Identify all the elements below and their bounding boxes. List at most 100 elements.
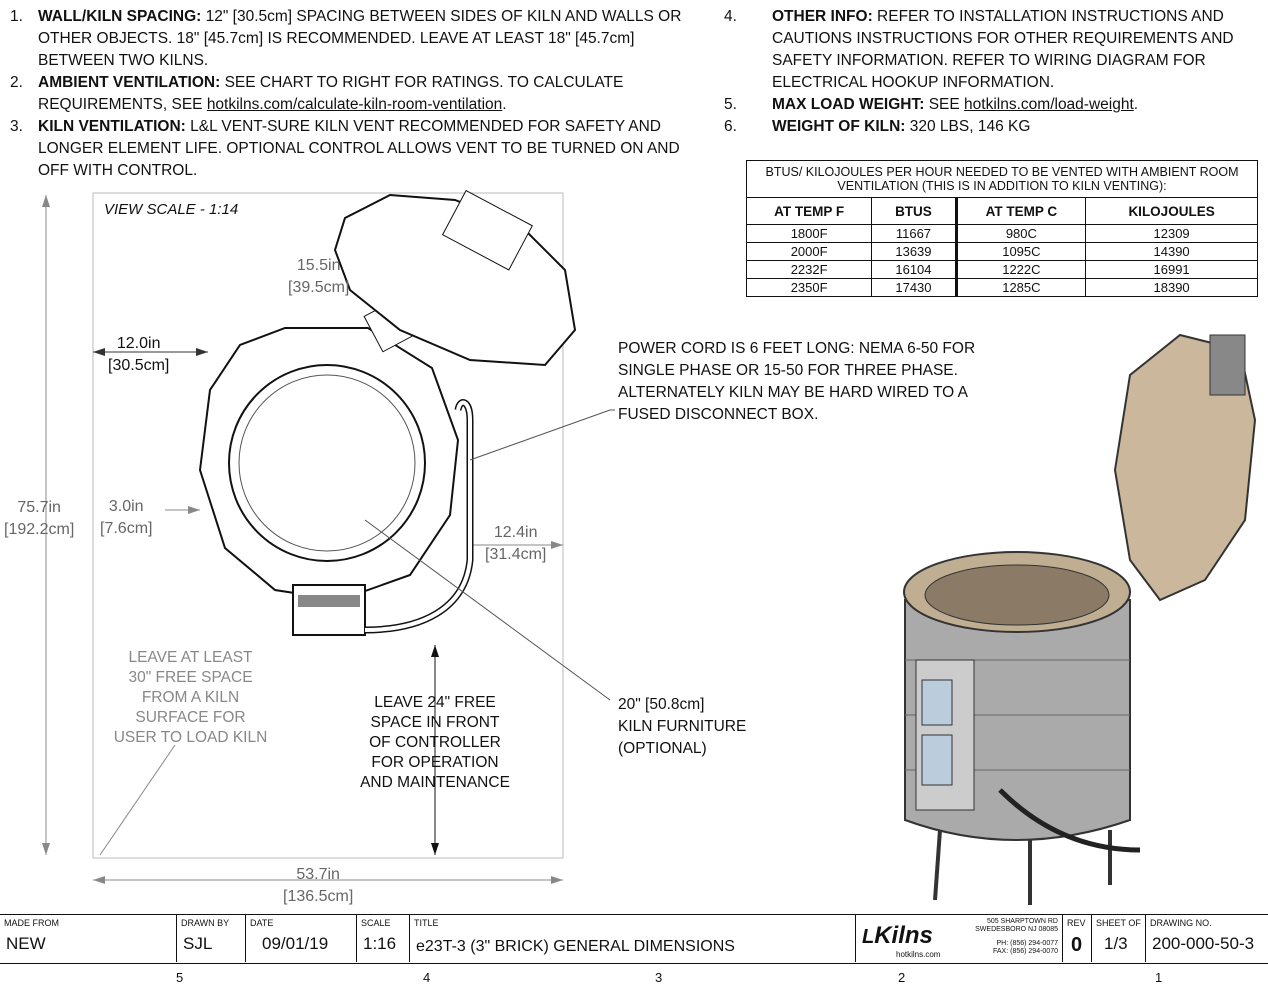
kiln-render bbox=[903, 333, 1257, 905]
table-header: BTUS bbox=[871, 197, 958, 225]
cell-value: NEW bbox=[6, 934, 46, 953]
note-number: 6. bbox=[724, 118, 737, 135]
table-cell: 16104 bbox=[871, 260, 958, 279]
note-line: AND MAINTENANCE bbox=[360, 774, 510, 791]
dim-cm: [39.5cm] bbox=[288, 279, 350, 296]
notes-right: 4.OTHER INFO: REFER TO INSTALLATION INST… bbox=[724, 6, 1254, 138]
zone-marker: 3 bbox=[655, 970, 663, 985]
note-5: 5. MAX LOAD WEIGHT: SEE hotkilns.com/load… bbox=[724, 94, 1254, 116]
table-cell: 1095C bbox=[955, 242, 1087, 261]
note-text: . bbox=[502, 96, 507, 113]
scale-cell: SCALE 1:16 bbox=[357, 914, 410, 962]
note-number: 4. bbox=[724, 8, 737, 25]
address-line: 505 SHARPTOWN RD bbox=[986, 918, 1058, 925]
title-cell: TITLE e23T-3 (3" BRICK) GENERAL DIMENSION… bbox=[410, 914, 856, 962]
load-leader bbox=[99, 744, 176, 856]
table-header: AT TEMP C bbox=[955, 197, 1087, 225]
load-weight-link[interactable]: hotkilns.com/load-weight bbox=[964, 96, 1134, 113]
note-line: KILN FURNITURE bbox=[618, 718, 747, 735]
ventilation-link[interactable]: hotkilns.com/calculate-kiln-room-ventila… bbox=[206, 96, 503, 113]
address-line: SWEDESBORO NJ 08085 bbox=[975, 926, 1058, 933]
zone-marker: 2 bbox=[898, 970, 906, 985]
note-heading: AMBIENT VENTILATION: bbox=[38, 74, 221, 91]
note-text: 12" [30.5cm] SPACING BETWEEN SIDES OF KI… bbox=[38, 8, 682, 69]
load-clearance-note: LEAVE AT LEAST 30" FREE SPACE FROM A KIL… bbox=[108, 648, 273, 748]
dim-cm: [136.5cm] bbox=[283, 888, 354, 905]
cell-heading: TITLE bbox=[414, 918, 439, 928]
dim-cm: [30.5cm] bbox=[108, 357, 170, 374]
furniture-note: 20" [50.8cm] KILN FURNITURE (OPTIONAL) bbox=[618, 694, 746, 760]
logo-text: Kilns bbox=[874, 922, 933, 949]
width-dimension: 53.7in[136.5cm] bbox=[283, 864, 353, 908]
controller-box bbox=[292, 584, 366, 636]
note-text: SEE bbox=[924, 96, 965, 113]
drawing-title: e23T-3 (3" BRICK) GENERAL DIMENSIONS bbox=[416, 938, 735, 955]
note-3: 3. KILN VENTILATION: L&L VENT-SURE KILN V… bbox=[10, 116, 710, 182]
arrow-icon bbox=[196, 348, 208, 356]
note-number: 5. bbox=[724, 96, 737, 113]
arrow-icon bbox=[188, 506, 200, 514]
cell-value: 0 bbox=[1071, 934, 1083, 956]
note-number: 3. bbox=[10, 118, 23, 135]
note-heading: MAX LOAD WEIGHT: bbox=[772, 96, 925, 113]
power-cord-note: POWER CORD IS 6 FEET LONG: NEMA 6-50 FOR… bbox=[618, 338, 975, 426]
note-line: 30" FREE SPACE bbox=[128, 669, 253, 686]
note-text: 320 LBS, 146 KG bbox=[905, 118, 1031, 135]
table-cell: 17430 bbox=[871, 278, 958, 297]
controller-clearance-note: LEAVE 24" FREE SPACE IN FRONT OF CONTROL… bbox=[345, 693, 525, 793]
note-line: SURFACE FOR bbox=[135, 709, 246, 726]
note-number: 1. bbox=[10, 8, 23, 25]
cell-heading: DATE bbox=[250, 918, 274, 928]
date-cell: DATE 09/01/19 bbox=[246, 914, 357, 962]
note-line: FUSED DISCONNECT BOX. bbox=[618, 406, 819, 423]
lid-bracket bbox=[441, 189, 533, 271]
table-header: KILOJOULES bbox=[1085, 197, 1258, 225]
note-line: (OPTIONAL) bbox=[618, 740, 707, 757]
cell-heading: SCALE bbox=[361, 918, 391, 928]
ventilation-table: BTUS/ KILOJOULES PER HOUR NEEDED TO BE V… bbox=[745, 160, 1258, 297]
view-scale-label: VIEW SCALE - 1:14 bbox=[104, 201, 239, 218]
dim-cm: [31.4cm] bbox=[485, 546, 547, 563]
note-heading: WALL/KILN SPACING: bbox=[38, 8, 202, 25]
view-frame bbox=[92, 192, 564, 859]
drawing-number: 200-000-50-3 bbox=[1152, 934, 1255, 953]
table-caption: BTUS/ KILOJOULES PER HOUR NEEDED TO BE V… bbox=[746, 160, 1258, 198]
note-line: POWER CORD IS 6 FEET LONG: NEMA 6-50 FOR bbox=[618, 340, 976, 357]
dim-in: 12.4in bbox=[493, 524, 538, 541]
table-cell: 18390 bbox=[1085, 278, 1258, 297]
note-line: FOR OPERATION bbox=[371, 754, 499, 771]
note-text: SEE CHART TO RIGHT FOR RATINGS. TO CALCU… bbox=[38, 74, 624, 113]
note-line: 20" [50.8cm] bbox=[618, 696, 705, 713]
cell-value: SJL bbox=[183, 934, 213, 953]
left-clearance-dimension: 12.0in[30.5cm] bbox=[108, 333, 169, 377]
note-heading: OTHER INFO: bbox=[772, 8, 873, 25]
note-heading: KILN VENTILATION: bbox=[38, 118, 186, 135]
height-dimension: 75.7in[192.2cm] bbox=[4, 497, 74, 541]
note-line: OF CONTROLLER bbox=[369, 734, 501, 751]
note-line: ALTERNATELY KILN MAY BE HARD WIRED TO A bbox=[618, 384, 968, 401]
wall-dimension: 3.0in[7.6cm] bbox=[100, 496, 152, 540]
company-address: 505 SHARPTOWN RD SWEDESBORO NJ 08085 PH:… bbox=[975, 918, 1058, 956]
note-heading: WEIGHT OF KILN: bbox=[772, 118, 906, 135]
dim-cm: [192.2cm] bbox=[4, 521, 75, 538]
drawing-number-cell: DRAWING NO. 200-000-50-3 bbox=[1146, 914, 1267, 962]
cell-heading: DRAWN BY bbox=[181, 918, 230, 928]
arrow-icon bbox=[431, 645, 439, 657]
ll-logo: LKilns bbox=[862, 922, 933, 949]
cell-heading: SHEET OF bbox=[1096, 918, 1141, 928]
note-1: 1. WALL/KILN SPACING: 12" [30.5cm] SPACIN… bbox=[10, 6, 710, 72]
cell-heading: REV bbox=[1067, 918, 1086, 928]
arrow-icon bbox=[93, 876, 105, 884]
cell-value: 1:16 bbox=[363, 934, 397, 953]
arrow-icon bbox=[42, 843, 50, 855]
cell-value: 09/01/19 bbox=[262, 934, 329, 953]
cell-heading: DRAWING NO. bbox=[1150, 918, 1212, 928]
note-text: L&L VENT-SURE KILN VENT RECOMMENDED FOR … bbox=[38, 118, 680, 179]
